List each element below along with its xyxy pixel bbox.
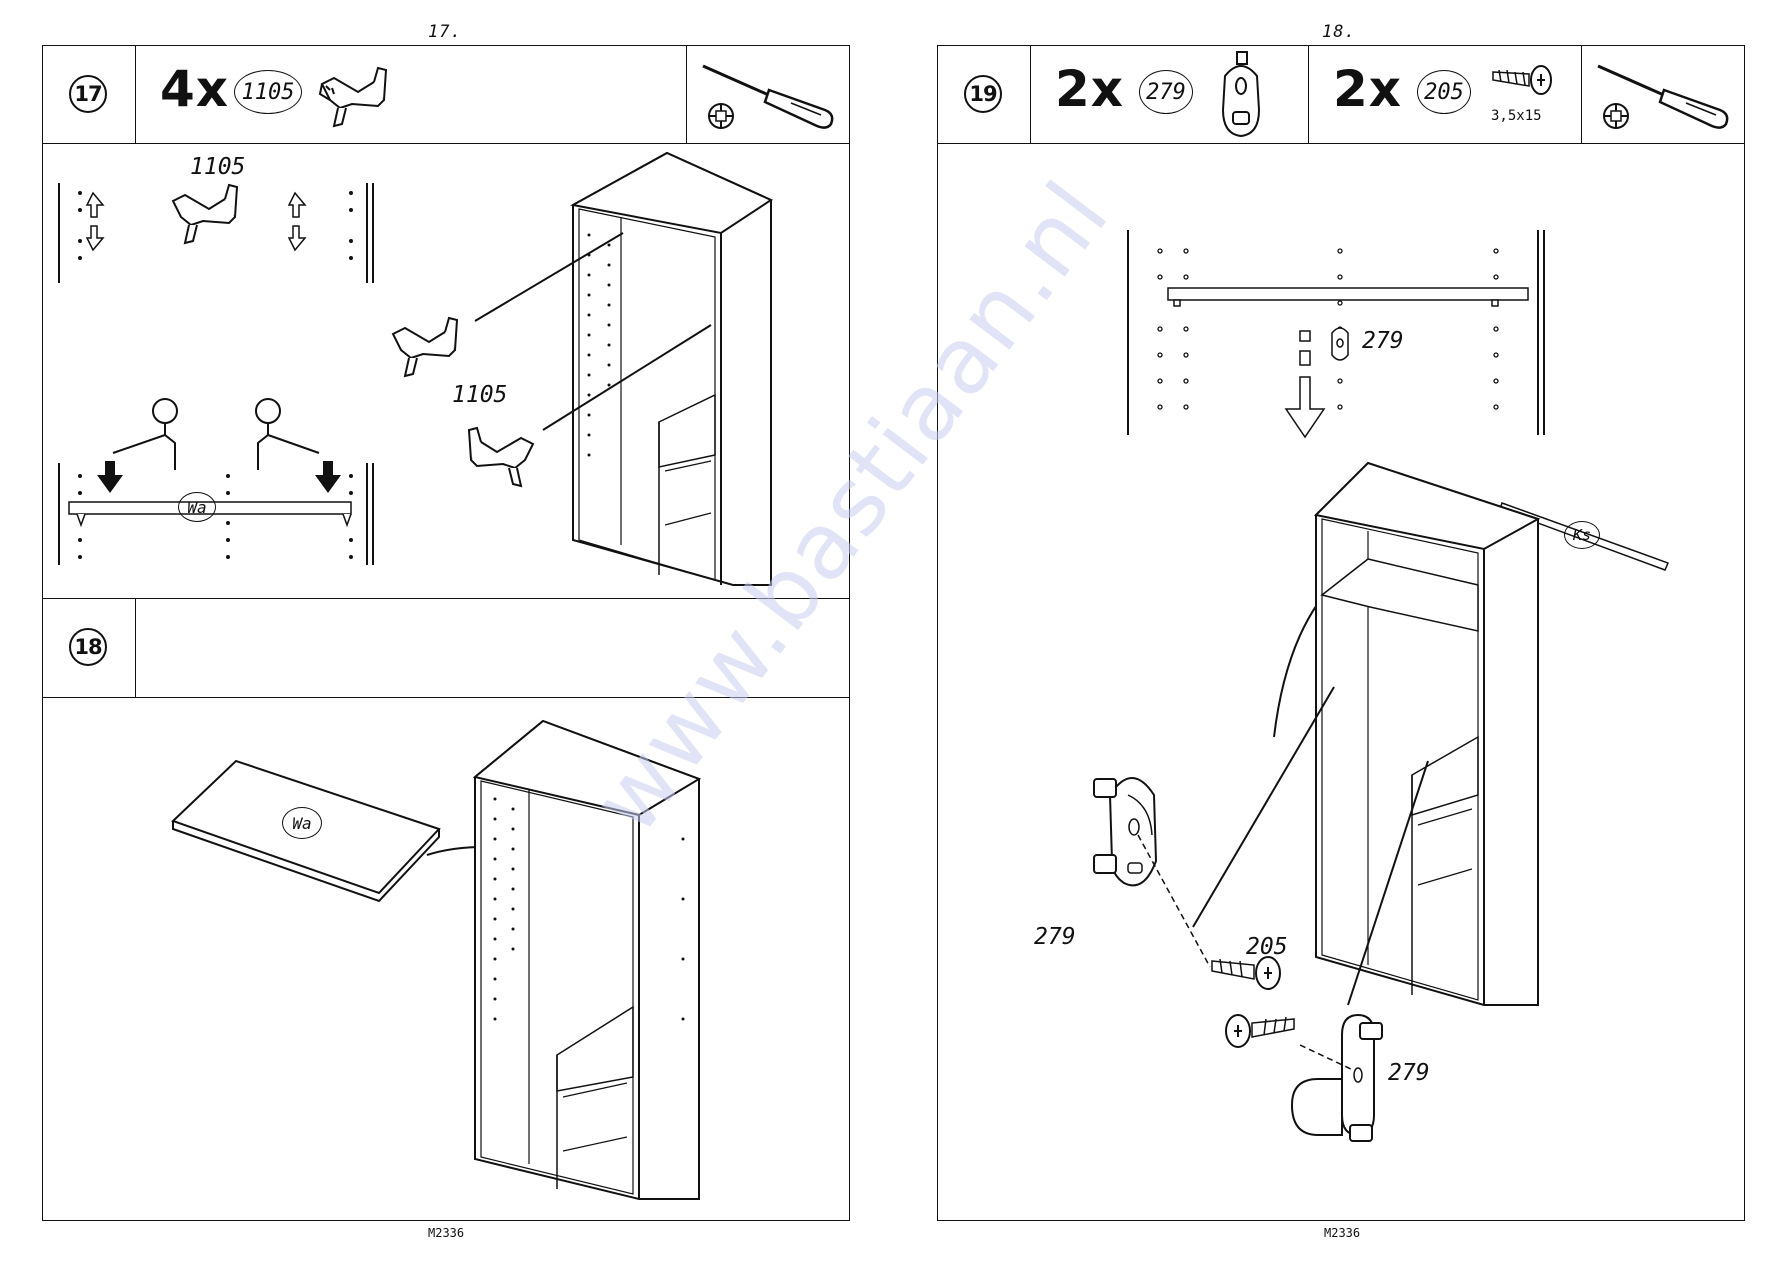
step19-part-a-cell: 2x 279 bbox=[1030, 45, 1309, 144]
step17-illustration bbox=[58, 151, 774, 586]
step17-part-code: 1105 bbox=[234, 70, 302, 114]
step19-number: 19 bbox=[964, 75, 1002, 113]
step18-number: 18 bbox=[69, 628, 107, 666]
step18-header-cell bbox=[135, 598, 850, 698]
step17-tool-cell bbox=[686, 45, 850, 144]
step19-tool-cell bbox=[1581, 45, 1745, 144]
step17-number-cell: 17 bbox=[42, 45, 136, 144]
part-label-1105-top: 1105 bbox=[190, 154, 246, 180]
screwdriver-icon bbox=[702, 64, 834, 129]
step18-number-cell: 18 bbox=[42, 598, 136, 698]
screw-label: 205 bbox=[1246, 934, 1288, 960]
step17-number: 17 bbox=[69, 75, 107, 113]
step18-illustration bbox=[171, 719, 702, 1200]
page-number-right: 18. bbox=[1322, 22, 1356, 42]
step19-part-b-cell: 2x 205 3,5x15 bbox=[1308, 45, 1582, 144]
bracket-label-detail: 279 bbox=[1362, 328, 1404, 354]
right-bracket-label: 279 bbox=[1388, 1060, 1430, 1086]
screw-icon bbox=[1492, 65, 1552, 95]
footer-right: M2336 bbox=[1324, 1226, 1361, 1240]
footer-left: M2336 bbox=[428, 1226, 465, 1240]
step19-quantity-b: 2x bbox=[1333, 60, 1403, 118]
step17-parts-cell: 4x 1105 bbox=[135, 45, 687, 144]
left-bracket-label: 279 bbox=[1034, 924, 1076, 950]
page-number-left: 17. bbox=[428, 22, 462, 42]
part-label-1105-bottom: 1105 bbox=[452, 382, 508, 408]
shelf-tag-wa-step17: Wa bbox=[178, 492, 216, 522]
rail-tag-ks: Ks bbox=[1564, 521, 1600, 549]
step19-illustration bbox=[1093, 230, 1670, 1142]
step19-number-cell: 19 bbox=[937, 45, 1031, 144]
screw-size: 3,5x15 bbox=[1491, 108, 1542, 124]
step19-part-a-code: 279 bbox=[1139, 70, 1193, 114]
shelf-tag-wa-step18: Wa bbox=[282, 807, 322, 839]
rail-bracket-icon bbox=[1221, 51, 1261, 138]
step19-part-b-code: 205 bbox=[1417, 70, 1471, 114]
step19-quantity-a: 2x bbox=[1055, 60, 1125, 118]
step17-quantity: 4x bbox=[160, 60, 230, 118]
shelf-support-icon bbox=[318, 66, 388, 128]
screwdriver-icon-right bbox=[1597, 64, 1729, 129]
